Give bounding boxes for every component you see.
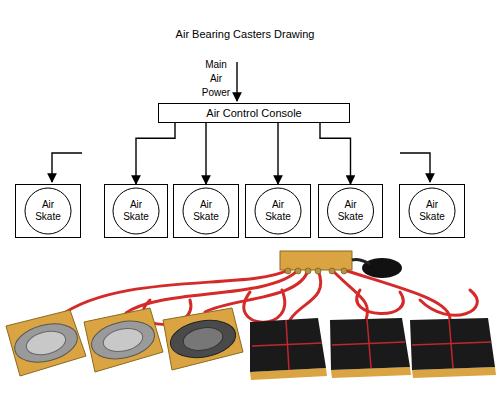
- skate-circle-outline: [25, 188, 71, 234]
- skate-circle-outline: [409, 188, 455, 234]
- supply-label: Main Air Power: [199, 58, 233, 100]
- connector-arrow: [277, 123, 278, 184]
- diagram-title: Air Bearing Casters Drawing: [120, 28, 370, 40]
- connector-arrow: [320, 123, 351, 184]
- skate-box: Air Skate: [318, 184, 383, 238]
- square-air-pad: [410, 318, 496, 378]
- connector-arrow: [136, 123, 175, 184]
- hose-reel: [362, 258, 402, 278]
- console-label: Air Control Console: [206, 106, 301, 120]
- control-manifold: [280, 251, 352, 270]
- manifold-fittings: [285, 268, 347, 274]
- supply-arrow: [236, 62, 237, 101]
- skate-box: Air Skate: [399, 184, 465, 238]
- skate-box: Air Skate: [15, 184, 81, 238]
- skate-box: Air Skate: [104, 184, 168, 238]
- skate-box: Air Skate: [173, 184, 239, 238]
- square-air-pad: [250, 318, 327, 380]
- square-air-pad: [330, 318, 411, 378]
- console-box: Air Control Console: [158, 103, 350, 123]
- round-air-skate: [163, 308, 243, 370]
- skate-label: Air Skate: [118, 199, 154, 223]
- skate-label: Air Skate: [260, 199, 296, 223]
- skate-circle-outline: [255, 188, 301, 234]
- skate-label: Air Skate: [188, 199, 224, 223]
- skate-label: Air Skate: [333, 199, 369, 223]
- skate-box: Air Skate: [245, 184, 311, 238]
- skate-label: Air Skate: [414, 199, 450, 223]
- skate-circle-outline: [183, 188, 229, 234]
- skate-label: Air Skate: [30, 199, 66, 223]
- stub-arrow: [52, 153, 82, 182]
- round-air-skate: [6, 310, 86, 376]
- skate-circle-outline: [328, 188, 374, 234]
- supply-hose: [352, 259, 370, 264]
- stub-arrow: [400, 153, 430, 182]
- skate-circle-outline: [113, 188, 159, 234]
- round-air-skate: [84, 308, 163, 372]
- connector-arrow: [205, 123, 206, 184]
